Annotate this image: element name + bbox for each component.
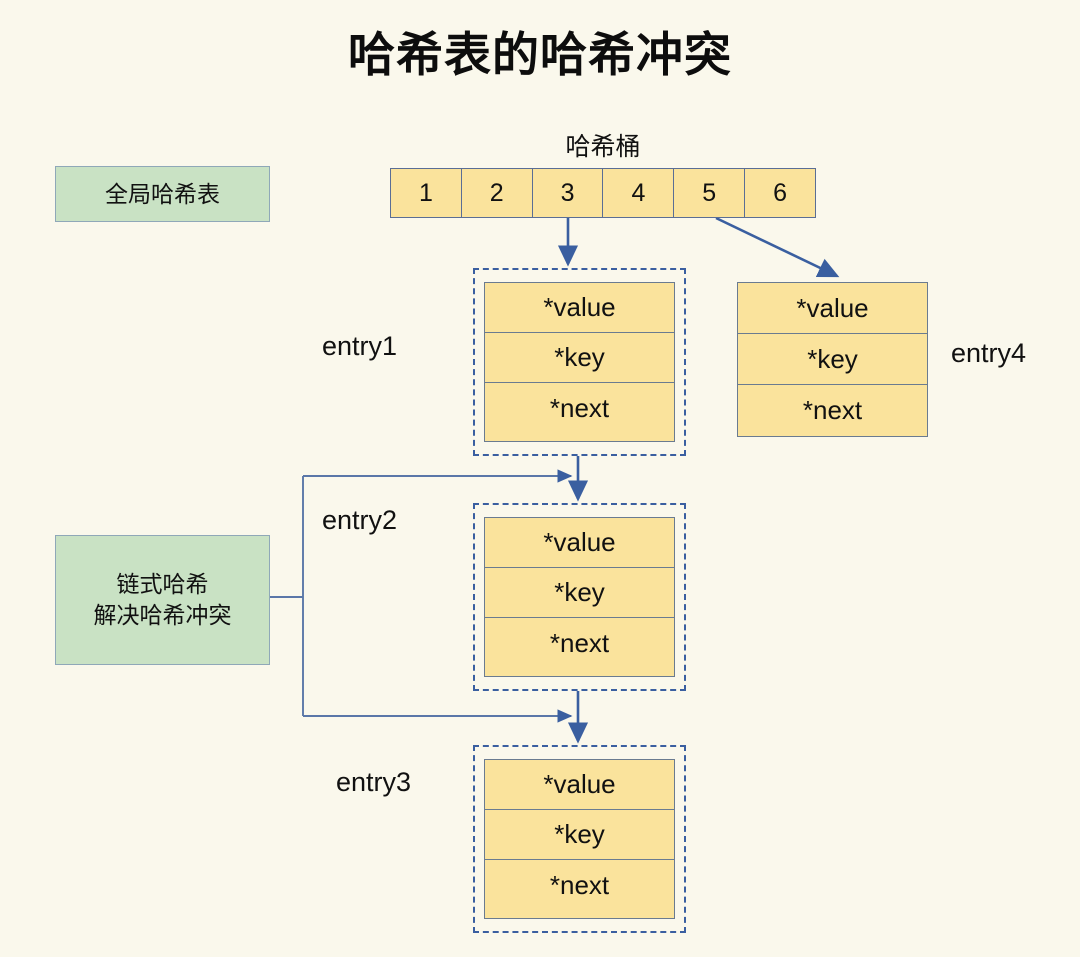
hash-bucket-array: 1 2 3 4 5 6 xyxy=(390,168,816,218)
entry1-table: *value *key *next xyxy=(484,282,675,442)
entry4-field-value: *value xyxy=(738,283,927,334)
entry2-field-key: *key xyxy=(485,568,674,618)
entry4-table: *value *key *next xyxy=(737,282,928,437)
tag-chained-hashing-line1: 链式哈希 xyxy=(116,571,209,598)
bucket-cell-6[interactable]: 6 xyxy=(773,178,787,207)
page-title: 哈希表的哈希冲突 xyxy=(348,28,732,81)
entry2-table: *value *key *next xyxy=(484,517,675,677)
entry4-field-key: *key xyxy=(738,334,927,385)
entry3-container: *value *key *next xyxy=(473,745,686,933)
tag-chained-hashing-line2: 解决哈希冲突 xyxy=(93,602,232,628)
entry1-field-value: *value xyxy=(485,283,674,333)
entry4-label: entry4 xyxy=(951,338,1027,368)
entry2-container: *value *key *next xyxy=(473,503,686,691)
entry2-field-next: *next xyxy=(549,627,610,658)
entry3-field-next: *next xyxy=(549,869,610,900)
bucket-cell-2[interactable]: 2 xyxy=(462,169,533,217)
tag-chained-hashing: 链式哈希 解决哈希冲突 xyxy=(55,535,270,665)
hash-bucket-caption: 哈希桶 xyxy=(565,133,641,161)
entry1-field-key: *key xyxy=(485,333,674,383)
entry3-label: entry3 xyxy=(336,767,412,797)
bucket-cell-1[interactable]: 1 xyxy=(391,169,462,217)
bucket-cell-4[interactable]: 4 xyxy=(603,169,675,217)
entry1-label: entry1 xyxy=(322,331,398,361)
bucket-cell-3[interactable]: 3 xyxy=(533,169,604,217)
entry4-container: *value *key *next xyxy=(737,282,928,437)
entry2-label: entry2 xyxy=(322,505,398,535)
entry1-field-next: *next xyxy=(549,392,610,423)
tag-global-hash-table-label: 全局哈希表 xyxy=(105,180,220,207)
entry3-field-value: *value xyxy=(485,760,674,810)
tag-global-hash-table: 全局哈希表 xyxy=(55,166,270,222)
entry3-table: *value *key *next xyxy=(484,759,675,919)
arrow-bucket5-to-entry4 xyxy=(715,216,840,278)
entry3-field-key: *key xyxy=(485,810,674,860)
entry2-field-value: *value xyxy=(485,518,674,568)
entry1-container: *value *key *next xyxy=(473,268,686,456)
entry4-field-next: *next xyxy=(802,395,863,425)
bucket-cell-5[interactable]: 5 xyxy=(674,169,746,217)
